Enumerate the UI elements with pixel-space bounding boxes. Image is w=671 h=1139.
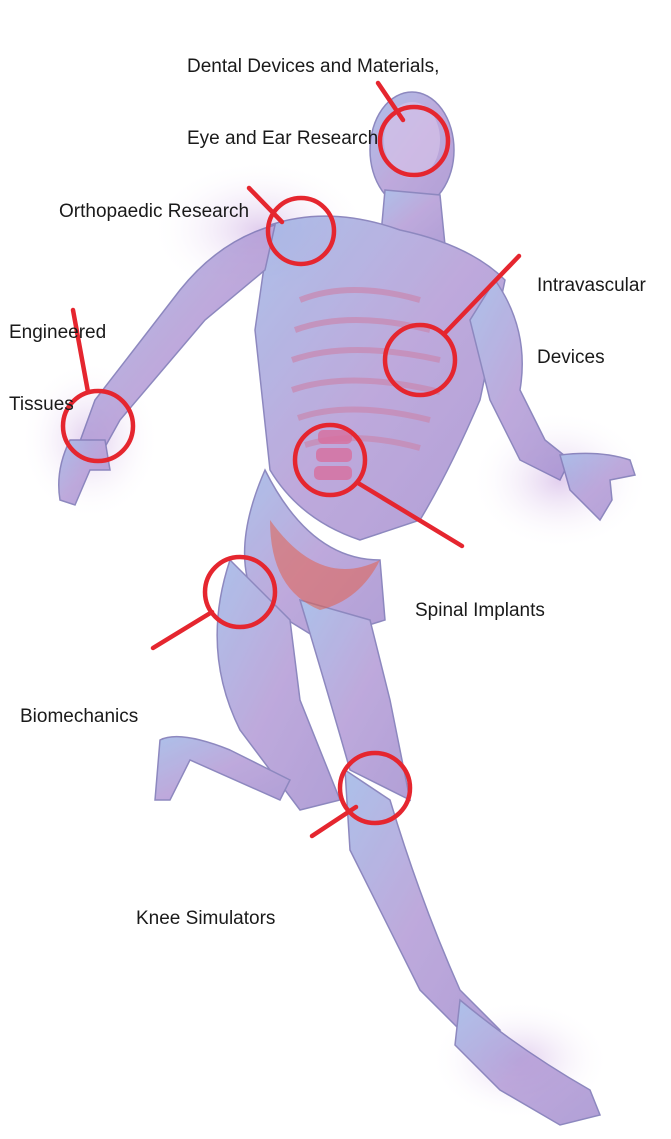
- knee-callout-circle: [340, 753, 410, 823]
- intravascular-leader-line: [445, 256, 519, 333]
- intravascular-label-line-2: Devices: [537, 346, 646, 370]
- orthopaedic-label-line-1: Orthopaedic Research: [59, 200, 249, 224]
- spinal-leader-line: [358, 483, 462, 546]
- engineered-tissues-label: Engineered Tissues: [9, 273, 106, 465]
- biomechanics-label-line-1: Biomechanics: [20, 705, 138, 729]
- engineered-tissues-label-line-2: Tissues: [9, 393, 106, 417]
- spinal-label: Spinal Implants: [415, 551, 545, 671]
- intravascular-callout-circle: [385, 325, 455, 395]
- knee-label-line-1: Knee Simulators: [136, 907, 275, 931]
- biomechanics-callout-circle: [205, 557, 275, 627]
- dental-label-line-1: Dental Devices and Materials,: [187, 55, 439, 79]
- orthopaedic-label: Orthopaedic Research: [59, 152, 249, 272]
- orthopaedic-callout-circle: [268, 198, 334, 264]
- engineered-tissues-label-line-1: Engineered: [9, 321, 106, 345]
- spinal-label-line-1: Spinal Implants: [415, 599, 545, 623]
- dental-label-line-2: Eye and Ear Research: [187, 127, 439, 151]
- intravascular-label: Intravascular Devices: [537, 226, 646, 418]
- biomechanics-label: Biomechanics: [20, 657, 138, 777]
- biomechanics-leader-line: [153, 612, 212, 648]
- spinal-callout-circle: [295, 425, 365, 495]
- knee-label: Knee Simulators: [136, 859, 275, 979]
- intravascular-label-line-1: Intravascular: [537, 274, 646, 298]
